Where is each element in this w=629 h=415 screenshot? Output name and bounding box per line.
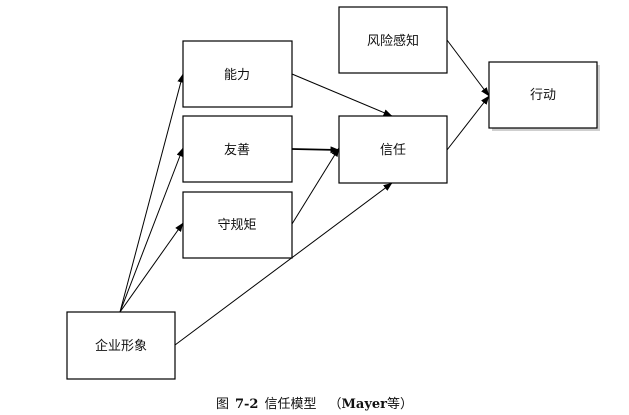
node-benevolence: 友善 bbox=[182, 115, 293, 183]
node-risk-perception: 风险感知 bbox=[338, 6, 448, 74]
node-benevolence-label: 友善 bbox=[224, 142, 250, 158]
caption-title: 信任模型 bbox=[264, 397, 317, 412]
node-ability-label: 能力 bbox=[224, 68, 250, 83]
edge-risk-perception-to-action bbox=[446, 39, 490, 97]
caption-ref-open: （ bbox=[328, 397, 342, 412]
edge-corporate-image-to-ability bbox=[119, 73, 185, 313]
edge-trust-to-action bbox=[446, 95, 490, 151]
edge-integrity-to-trust bbox=[291, 147, 340, 225]
node-trust-label: 信任 bbox=[380, 143, 406, 158]
trust-model-diagram: 能力 友善 守规矩 企业形象 风险感知 信任 行动 bbox=[66, 6, 600, 380]
caption-prefix: 图 bbox=[215, 397, 229, 412]
node-trust: 信任 bbox=[338, 115, 448, 184]
node-corporate-image: 企业形象 bbox=[66, 311, 176, 380]
node-action: 行动 bbox=[488, 61, 600, 131]
node-action-label: 行动 bbox=[530, 88, 556, 103]
caption-number: 7-2 bbox=[234, 397, 259, 412]
caption-ref-suffix: 等） bbox=[387, 397, 414, 412]
node-risk-perception-label: 风险感知 bbox=[367, 33, 419, 49]
node-corporate-image-label: 企业形象 bbox=[95, 338, 147, 354]
edge-layer bbox=[119, 39, 490, 346]
node-integrity: 守规矩 bbox=[182, 191, 293, 259]
node-ability: 能力 bbox=[182, 40, 293, 108]
edge-corporate-image-to-trust bbox=[174, 182, 393, 346]
caption-ref-name: Mayer bbox=[341, 397, 388, 412]
edge-corporate-image-to-integrity bbox=[119, 222, 184, 313]
edge-corporate-image-to-benevolence bbox=[119, 147, 184, 313]
edge-ability-to-trust bbox=[291, 73, 393, 117]
node-integrity-label: 守规矩 bbox=[217, 218, 256, 233]
edge-benevolence-to-trust bbox=[291, 146, 340, 154]
figure-caption: 图 7-2 信任模型 （Mayer等） bbox=[0, 393, 629, 412]
